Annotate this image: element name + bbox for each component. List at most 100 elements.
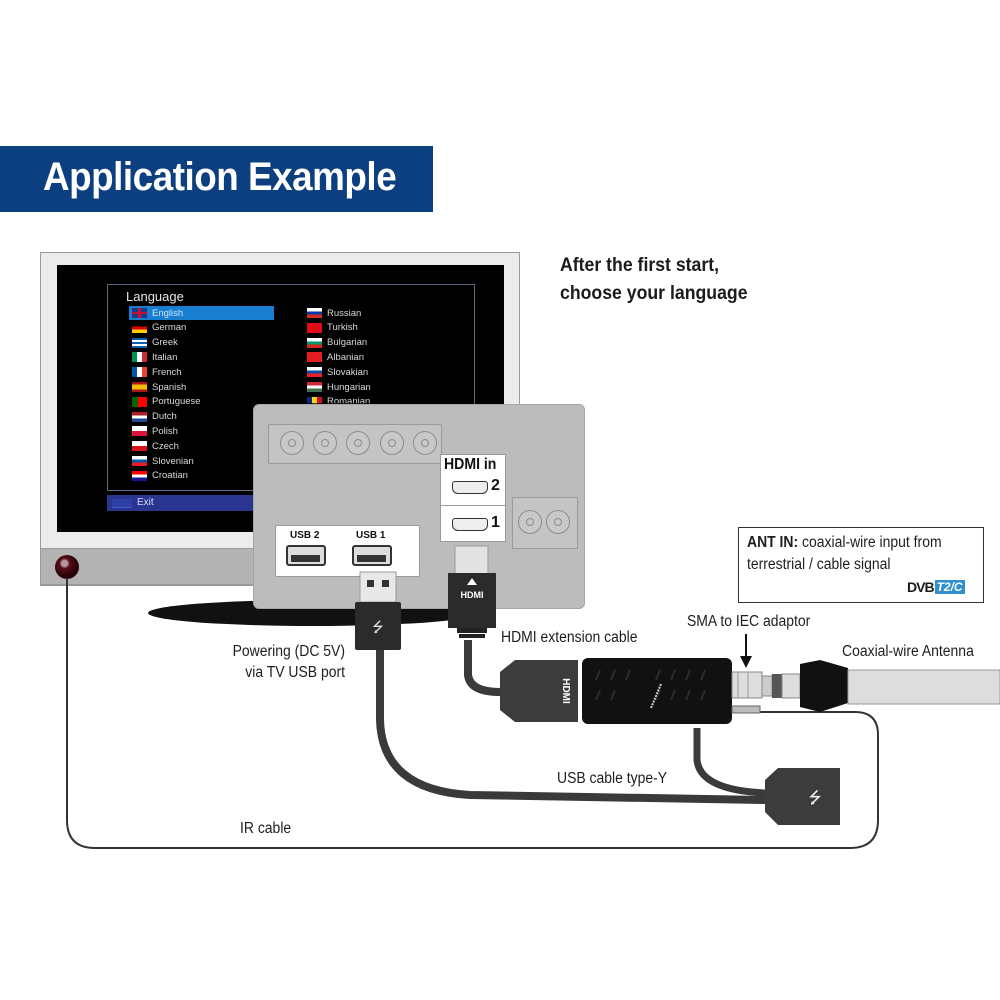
dongle-hdmi-connector [500, 660, 578, 722]
language-option-label: French [152, 366, 182, 378]
powering-label: Powering (DC 5V) via TV USB port [210, 641, 345, 683]
language-option-label: Dutch [152, 411, 177, 423]
usb-cable-label: USB cable type-Y [557, 770, 668, 787]
language-option-label: Greek [152, 337, 178, 349]
usb-1-label: USB 1 [356, 530, 386, 541]
language-option-label: Turkish [327, 322, 358, 334]
intro-line-2: choose your language [560, 283, 748, 304]
dvb-logo-text: DVB [907, 579, 935, 595]
russia-flag-icon [307, 308, 322, 318]
ant-in-description: ANT IN: coaxial-wire input from terrestr… [747, 532, 959, 576]
usb-port-2[interactable] [286, 545, 326, 566]
exit-label[interactable]: Exit [137, 497, 154, 508]
hdmi-plug-tip [454, 545, 489, 575]
turkey-flag-icon [307, 322, 322, 333]
germany-flag-icon [132, 322, 147, 333]
albania-flag-icon [307, 352, 322, 363]
rca-jack-icon [280, 431, 304, 455]
dvb-logo-standard: T2/C [934, 580, 965, 594]
dongle-hdmi-logo: HDMI [560, 678, 571, 704]
language-option[interactable]: Czech [129, 439, 249, 453]
hdmi-port-2-label: 2 [491, 477, 500, 494]
language-option-label: Romanian [327, 396, 371, 408]
language-option[interactable]: Slovakian [304, 365, 424, 379]
romania-flag-icon [307, 396, 322, 404]
language-option[interactable]: Portuguese [129, 395, 249, 409]
rca-jack-icon [346, 431, 370, 455]
dvb-t2c-logo: DVB T2/C [907, 579, 965, 595]
slovakia-flag-icon [307, 367, 322, 378]
language-option[interactable]: German [129, 321, 249, 335]
dongle-model-text [650, 683, 662, 709]
intro-text: After the first start, choose your langu… [560, 252, 748, 308]
usb-icon: ⭍ [808, 788, 821, 807]
hdmi-in-label: HDMI in [444, 456, 497, 473]
sma-adaptor [731, 671, 763, 699]
language-option[interactable]: Dutch [129, 410, 249, 424]
language-option-label: Polish [152, 425, 178, 437]
portugal-flag-icon [132, 396, 147, 407]
arrow-up-icon [467, 578, 477, 585]
poland-flag-icon [132, 426, 147, 437]
rca-jack-icon [546, 510, 570, 534]
hdmi-input-box [440, 454, 506, 542]
language-option-label: Czech [152, 440, 179, 452]
hdmi-port-2[interactable] [452, 481, 488, 494]
hdmi-extension-cable [464, 640, 501, 696]
coaxial-cable [847, 669, 1000, 705]
coax-plug [800, 660, 848, 712]
usb-port-1[interactable] [352, 545, 392, 566]
france-flag-icon [132, 367, 147, 378]
powering-line-1: Powering (DC 5V) [232, 643, 345, 660]
exit-key-icon [112, 499, 132, 508]
usb-plug-tip [359, 571, 397, 603]
language-option[interactable]: French [129, 365, 249, 379]
language-option-label: Hungarian [327, 381, 371, 393]
powering-line-2: via TV USB port [245, 664, 345, 681]
italy-flag-icon [132, 352, 147, 363]
language-option-label: Albanian [327, 351, 364, 363]
language-option[interactable]: Hungarian [304, 380, 424, 394]
language-option[interactable]: Greek [129, 336, 249, 350]
language-option-label: Slovenian [152, 455, 194, 467]
language-option-label: Spanish [152, 381, 187, 393]
language-option-label: Bulgarian [327, 337, 368, 349]
hdmi-extension-label: HDMI extension cable [501, 629, 638, 646]
divider [440, 505, 506, 506]
language-option-label: Italian [152, 351, 178, 363]
language-option[interactable]: English [129, 306, 274, 320]
ir-cable [66, 578, 879, 849]
language-option[interactable]: Slovenian [129, 454, 249, 468]
ant-in-label: ANT IN: [747, 534, 799, 551]
ir-jack [731, 705, 761, 714]
spain-flag-icon [132, 382, 147, 392]
netherlands-flag-icon [132, 411, 147, 422]
hungary-flag-icon [307, 382, 322, 392]
language-option[interactable]: Spanish [129, 380, 249, 394]
intro-line-1: After the first start, [560, 255, 720, 276]
hdmi-plug-logo: HDMI [461, 590, 484, 600]
rca-jack-icon [380, 431, 404, 455]
ir-cable-label: IR cable [240, 820, 292, 837]
rca-jack-icon [518, 510, 542, 534]
hdmi-port-1[interactable] [452, 518, 488, 531]
language-option[interactable]: Albanian [304, 350, 424, 364]
language-option-label: Portuguese [152, 396, 201, 408]
language-option-label: Slovakian [327, 366, 369, 378]
rca-jack-icon [413, 431, 437, 455]
language-option[interactable]: Croatian [129, 469, 249, 483]
language-option[interactable]: Turkish [304, 321, 424, 335]
language-option[interactable]: Polish [129, 424, 249, 438]
language-option[interactable]: Italian [129, 350, 249, 364]
language-option[interactable]: Russian [304, 306, 424, 320]
language-option-label: German [152, 322, 187, 334]
language-option[interactable]: Romanian [304, 395, 424, 408]
coax-antenna-label: Coaxial-wire Antenna [842, 643, 974, 660]
title-banner [0, 146, 433, 212]
usb-y-branch [693, 728, 766, 797]
language-option[interactable]: Bulgarian [304, 336, 424, 350]
language-menu-title: Language [126, 289, 184, 304]
language-option-label: Croatian [152, 470, 188, 482]
language-option-label: Russian [327, 307, 362, 319]
